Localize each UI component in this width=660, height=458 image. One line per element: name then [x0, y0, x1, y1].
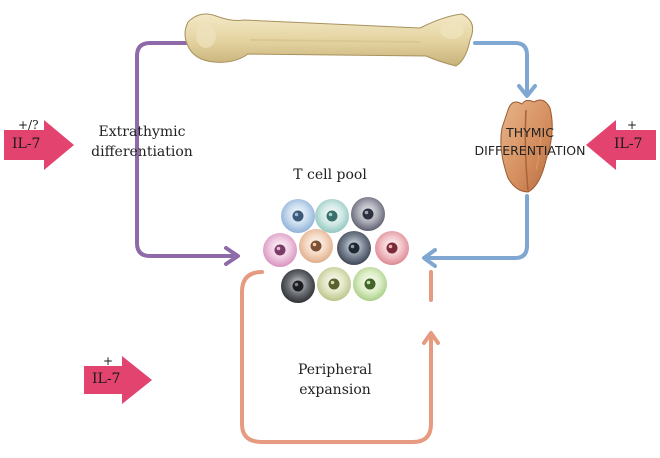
il7-right-upper-text: IL-7 [614, 136, 643, 152]
t-cell [375, 231, 409, 265]
thymic-path [422, 41, 537, 268]
t-cell-pool-label: T cell pool [293, 167, 367, 183]
t-cell [353, 267, 387, 301]
t-cell [317, 267, 351, 301]
thymus-illustration [500, 99, 553, 193]
t-cell [281, 199, 315, 233]
il7-right-upper-sign: + [627, 118, 638, 132]
extrathymic-label: Extrathymic differentiation [91, 124, 193, 160]
il7-left-upper-sign: +/? [18, 118, 39, 132]
thymic-label: THYMIC DIFFERENTIATION [474, 125, 586, 158]
extrathymic-path [135, 41, 240, 266]
t-cell [351, 197, 385, 231]
t-cell [299, 229, 333, 263]
il7-arrow-left-lower [84, 356, 152, 404]
peripheral-expansion-label: Peripheral expansion [297, 362, 373, 398]
t-cell [315, 199, 349, 233]
il7-left-lower-text: IL-7 [92, 371, 121, 387]
t-cell [263, 233, 297, 267]
t-cell-pool-cells [263, 197, 409, 303]
il7-arrow-right-upper [586, 120, 656, 170]
il7-left-upper-text: IL-7 [12, 136, 41, 152]
il7-left-lower-sign: + [103, 354, 114, 368]
t-cell [281, 269, 315, 303]
bone-illustration [184, 13, 474, 67]
il7-arrow-left-upper [4, 120, 74, 170]
expansion-path [240, 270, 440, 444]
t-cell [337, 231, 371, 265]
